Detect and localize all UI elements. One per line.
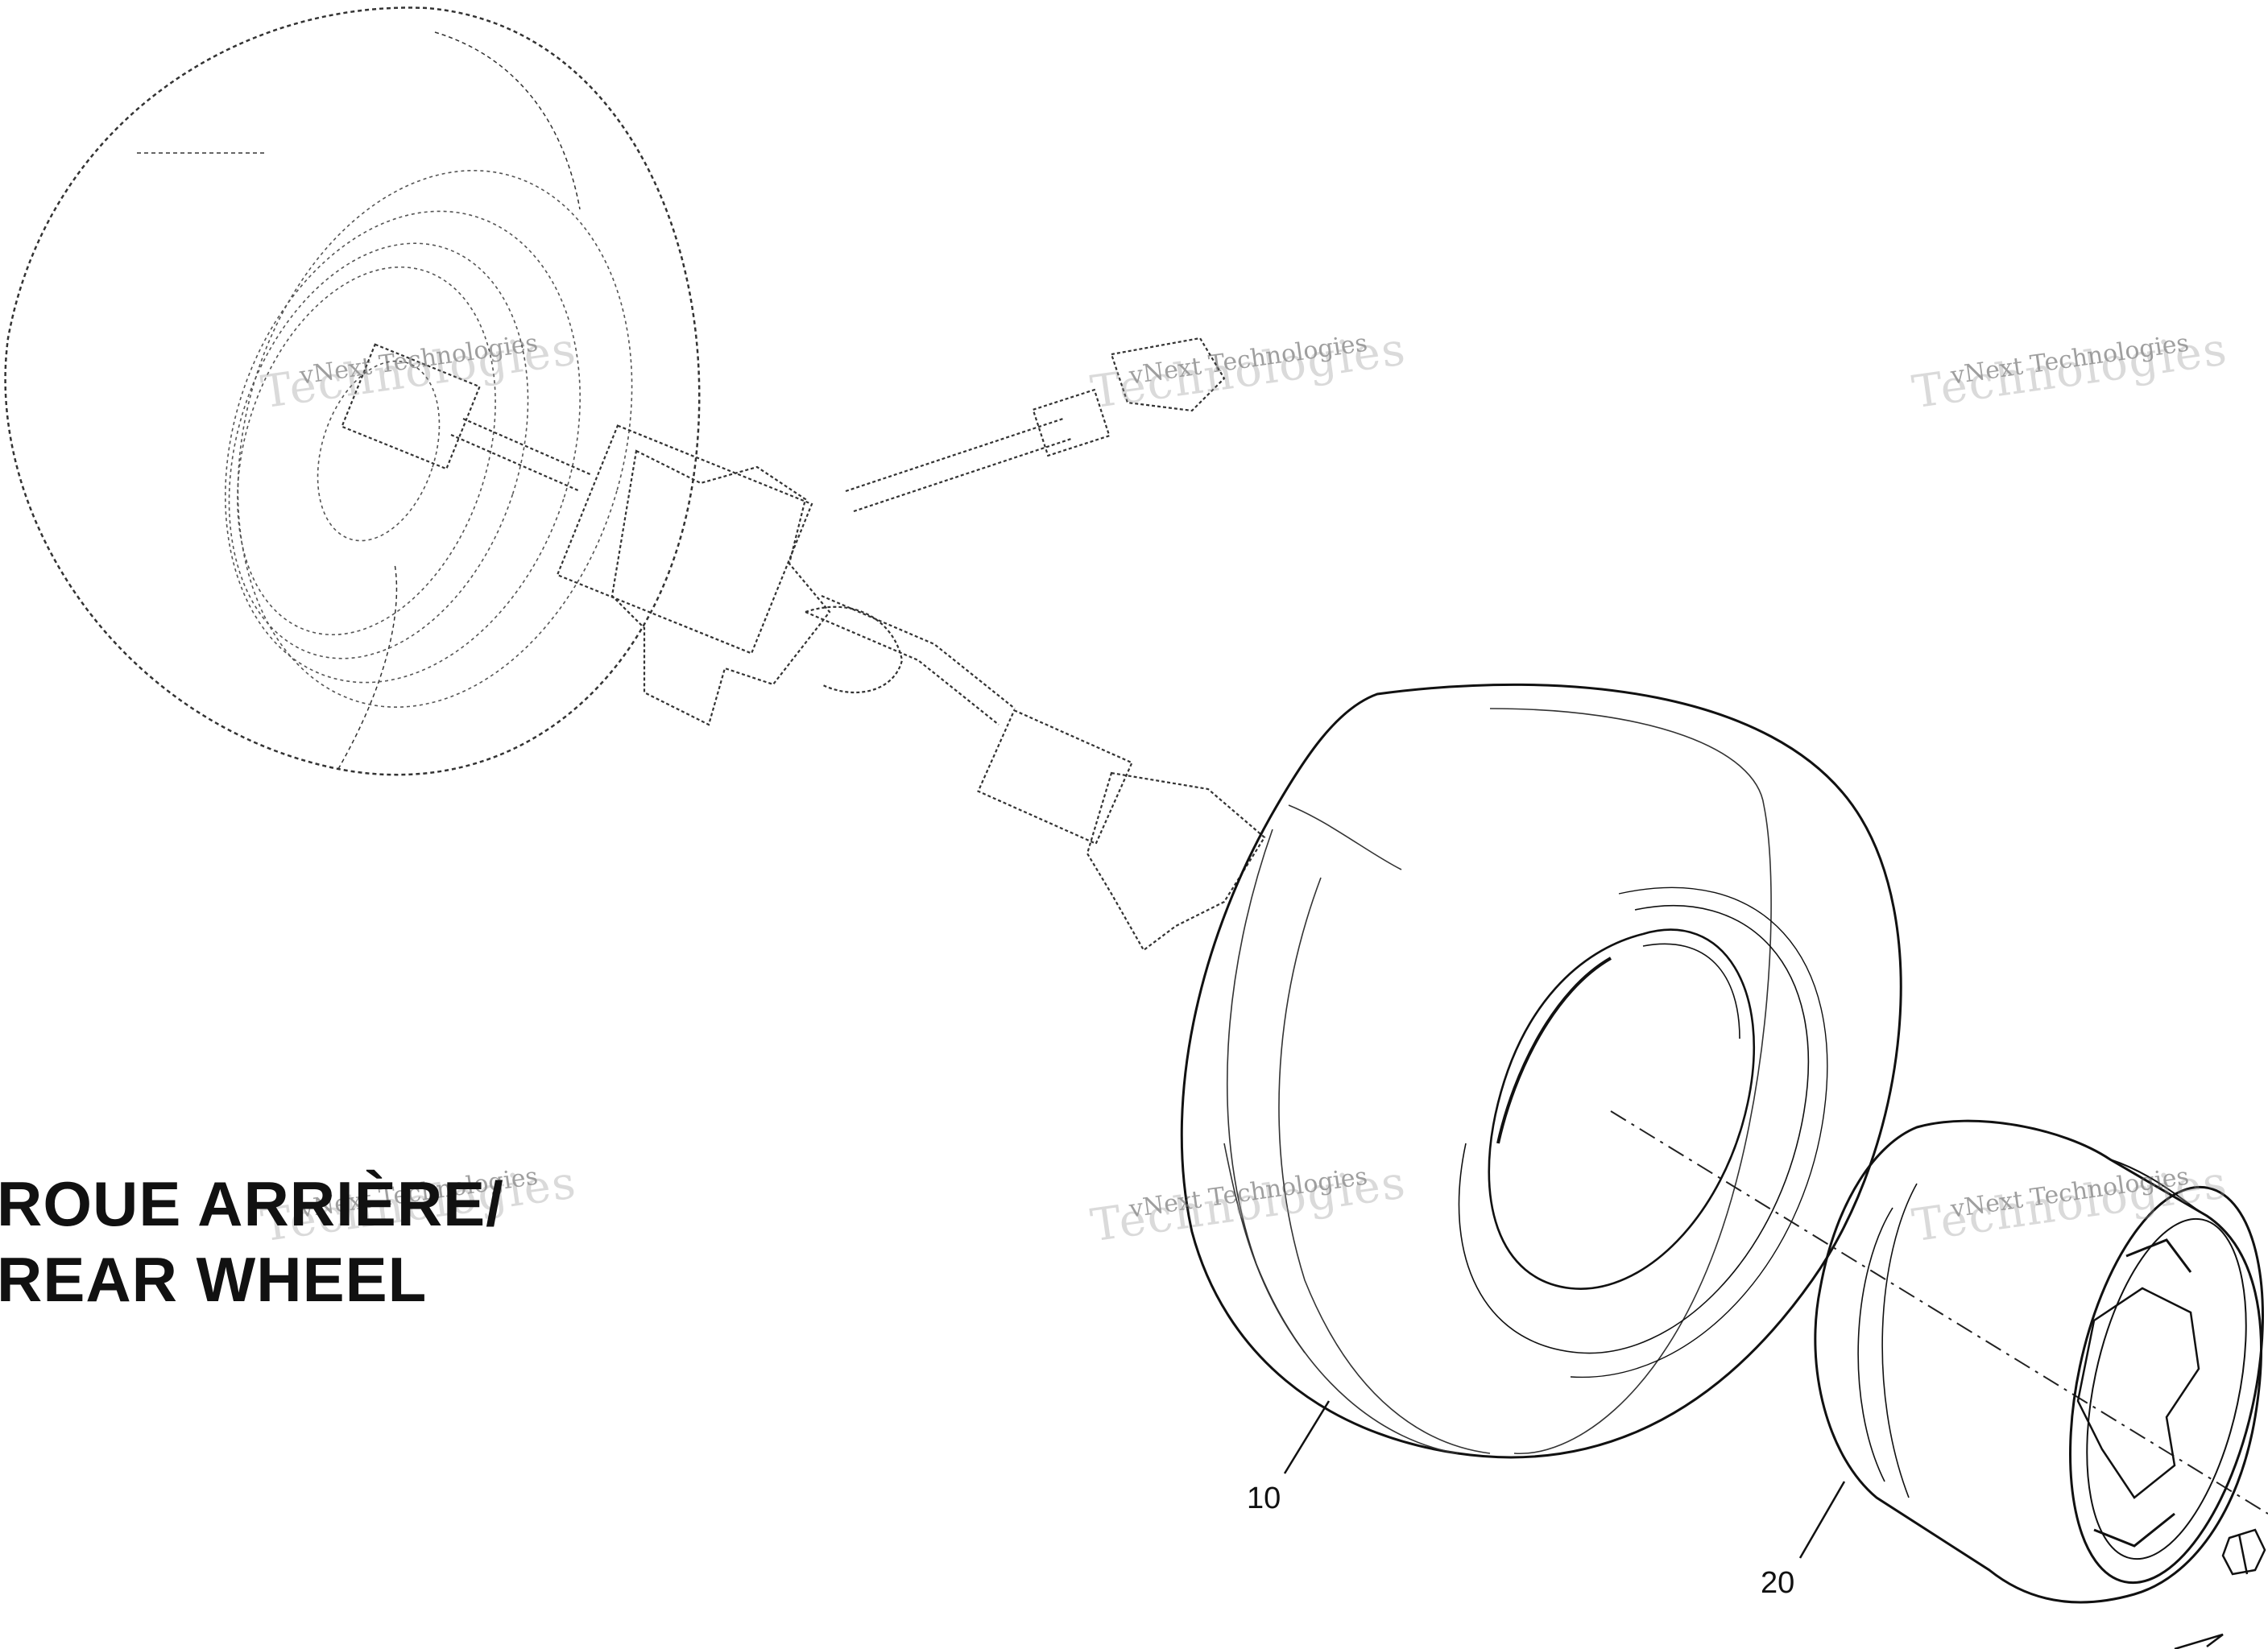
leader-10 <box>1283 1400 1331 1474</box>
callout-20[interactable]: 20 <box>1761 1566 1795 1600</box>
tire-part-10 <box>1180 683 1902 1459</box>
axis-centerline <box>1610 1110 2268 1515</box>
ghost-left-rim <box>225 170 633 708</box>
callout-10[interactable]: 10 <box>1247 1482 1281 1515</box>
ghost-left-tire <box>4 6 701 776</box>
callout-leaders <box>1283 1400 1846 1559</box>
ghost-axle-assembly <box>341 337 1266 952</box>
corner-arrow <box>2174 1633 2224 1649</box>
leader-20 <box>1798 1481 1846 1559</box>
lug-nut <box>2221 1528 2266 1576</box>
tire-inner-lines <box>1223 708 1772 1454</box>
diagram-title: ROUE ARRIÈRE/ REAR WHEEL <box>0 1166 504 1317</box>
title-line-english: REAR WHEEL <box>0 1244 428 1315</box>
title-line-french: ROUE ARRIÈRE/ <box>0 1168 504 1239</box>
rim-part-20 <box>1814 1119 2264 1604</box>
tire-bead-opening <box>1458 886 1828 1378</box>
